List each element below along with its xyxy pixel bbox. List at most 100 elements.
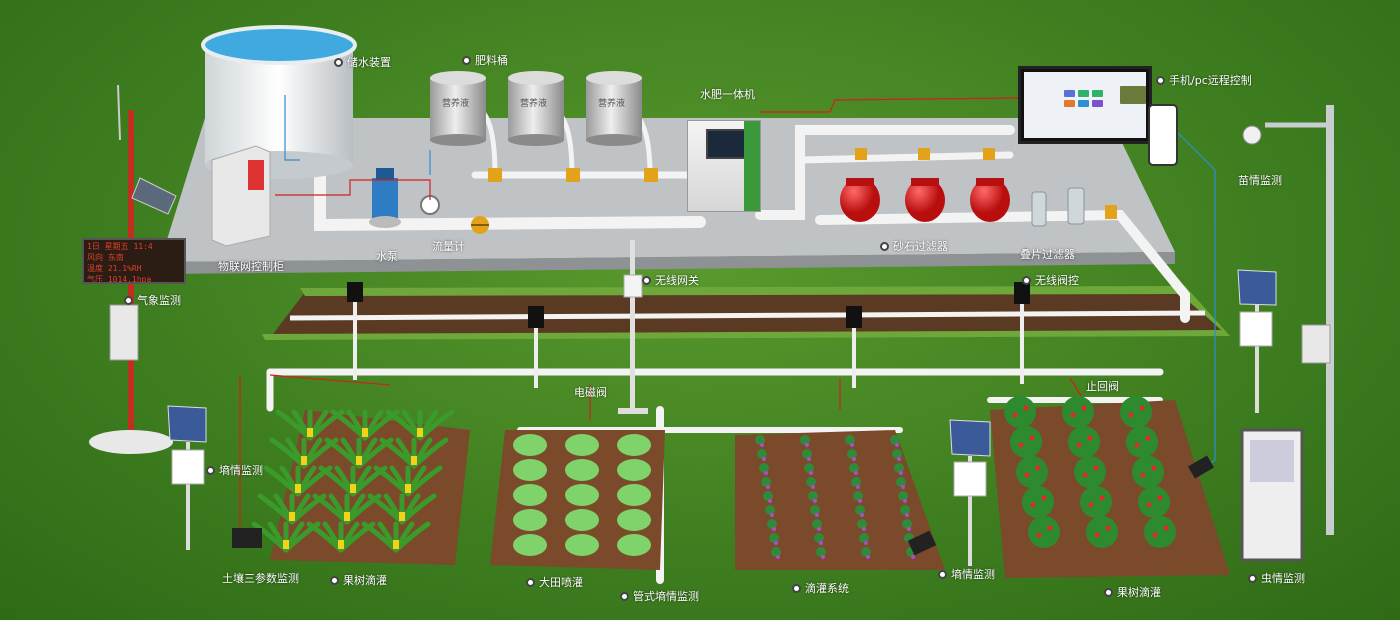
marker-icon <box>938 569 947 579</box>
cabbage-plant <box>565 484 599 506</box>
banana-plant <box>269 437 339 469</box>
label-seedling-monitor: 苗情监测 <box>1238 174 1282 187</box>
solar-station-left <box>167 405 207 550</box>
banana-fruit <box>344 512 350 521</box>
orchard-fruit <box>1012 412 1018 418</box>
label-weather-monitor: 气象监测 <box>124 292 181 308</box>
seedling-flower <box>850 443 854 447</box>
seedling-plant <box>857 519 867 529</box>
sand-filters <box>840 178 1010 222</box>
banana-fruit <box>307 428 313 437</box>
seedling-plant <box>900 505 910 515</box>
camera-icon <box>1242 125 1262 145</box>
marker-icon <box>620 591 629 601</box>
banana-leaf <box>289 493 327 525</box>
banana-plant <box>312 493 382 525</box>
cabbage-plant <box>513 509 547 531</box>
seedling-flower <box>766 485 770 489</box>
seedling-flower <box>854 471 858 475</box>
seedling-flower <box>811 485 815 489</box>
seedling-plant <box>806 477 816 487</box>
seedling-plant <box>816 547 826 557</box>
seedling-plant <box>769 533 779 543</box>
orchard-tree <box>1016 456 1048 488</box>
cabbage-plant <box>617 459 651 481</box>
banana-plant <box>318 465 388 497</box>
platform-edge <box>160 252 1175 274</box>
seedling-plant <box>763 491 773 501</box>
orchard-fruit <box>1152 532 1158 538</box>
led-line-1: 1日 星期五 11:4 <box>87 242 153 251</box>
monitor-screen <box>1024 72 1146 138</box>
marker-icon <box>1022 275 1031 285</box>
marker-icon <box>334 57 343 67</box>
label-water-storage: 储水装置 <box>334 54 391 70</box>
seedling-flower <box>852 457 856 461</box>
trench-pipe <box>289 310 1206 321</box>
banana-leaf <box>307 409 345 441</box>
control-wires <box>239 95 1216 530</box>
seedling-plant <box>771 547 781 557</box>
banana-plant <box>367 493 437 525</box>
tank-label-3: 营养液 <box>598 99 626 109</box>
seedling-flower <box>901 485 905 489</box>
cabbage-plant <box>565 534 599 556</box>
label-remote-control: 手机/pc远程控制 <box>1156 72 1252 88</box>
orchard-fruit <box>1145 435 1151 441</box>
fertigation-machine <box>687 120 761 212</box>
machine-display <box>706 129 746 159</box>
marker-icon <box>642 275 651 285</box>
seedling-flower <box>819 541 823 545</box>
seedling-flower <box>860 513 864 517</box>
mobile-phone <box>1148 104 1178 166</box>
label-moisture-monitor-right: 墒情监测 <box>938 566 995 582</box>
seedling-plant <box>812 519 822 529</box>
orchard-fruit <box>1076 442 1082 448</box>
seedling-flower <box>815 513 819 517</box>
seedling-flower <box>813 499 817 503</box>
banana-leaf <box>417 409 455 441</box>
seedling-plant <box>759 463 769 473</box>
orchard-fruit <box>1081 405 1087 411</box>
seedling-flower <box>772 527 776 531</box>
seedling-flower <box>807 457 811 461</box>
banana-plant <box>257 493 327 525</box>
disc-filters <box>1031 187 1085 227</box>
label-pump: 水泵 <box>376 250 398 263</box>
banana-plant <box>263 465 333 497</box>
cabbage-plant <box>565 509 599 531</box>
cabbage-plant <box>513 459 547 481</box>
banana-leaf <box>283 521 321 553</box>
banana-fruit <box>289 512 295 521</box>
seedling-flower <box>776 555 780 559</box>
orchard-tree <box>1080 486 1112 518</box>
banana-plant <box>306 521 376 553</box>
banana-fruit <box>295 484 301 493</box>
orchard-sensor <box>1187 455 1215 479</box>
pc-monitor <box>1018 66 1152 144</box>
orchard-tree <box>1120 396 1152 428</box>
banana-leaf <box>393 521 431 553</box>
wireless-gateway-mast <box>618 240 648 414</box>
seedling-flower <box>911 555 915 559</box>
seedling-flower <box>862 527 866 531</box>
orchard-fruit <box>1023 405 1029 411</box>
cabbage-plant <box>617 509 651 531</box>
marker-icon <box>880 241 889 251</box>
orchard-tree <box>1004 396 1036 428</box>
seedling-flower <box>895 443 899 447</box>
marker-icon <box>1156 75 1165 85</box>
orchard-fruit <box>1088 502 1094 508</box>
orchard-fruit <box>1128 412 1134 418</box>
banana-fruit <box>350 484 356 493</box>
seedling-plant <box>847 449 857 459</box>
orchard-trees <box>1004 396 1176 548</box>
banana-leaf <box>399 493 437 525</box>
marker-icon <box>206 465 215 475</box>
label-orchard-drip-right: 果树滴灌 <box>1104 584 1161 600</box>
banana-fruit <box>301 456 307 465</box>
camera-pole <box>1242 105 1334 535</box>
banana-plant <box>324 437 394 469</box>
orchard-tree <box>1138 486 1170 518</box>
